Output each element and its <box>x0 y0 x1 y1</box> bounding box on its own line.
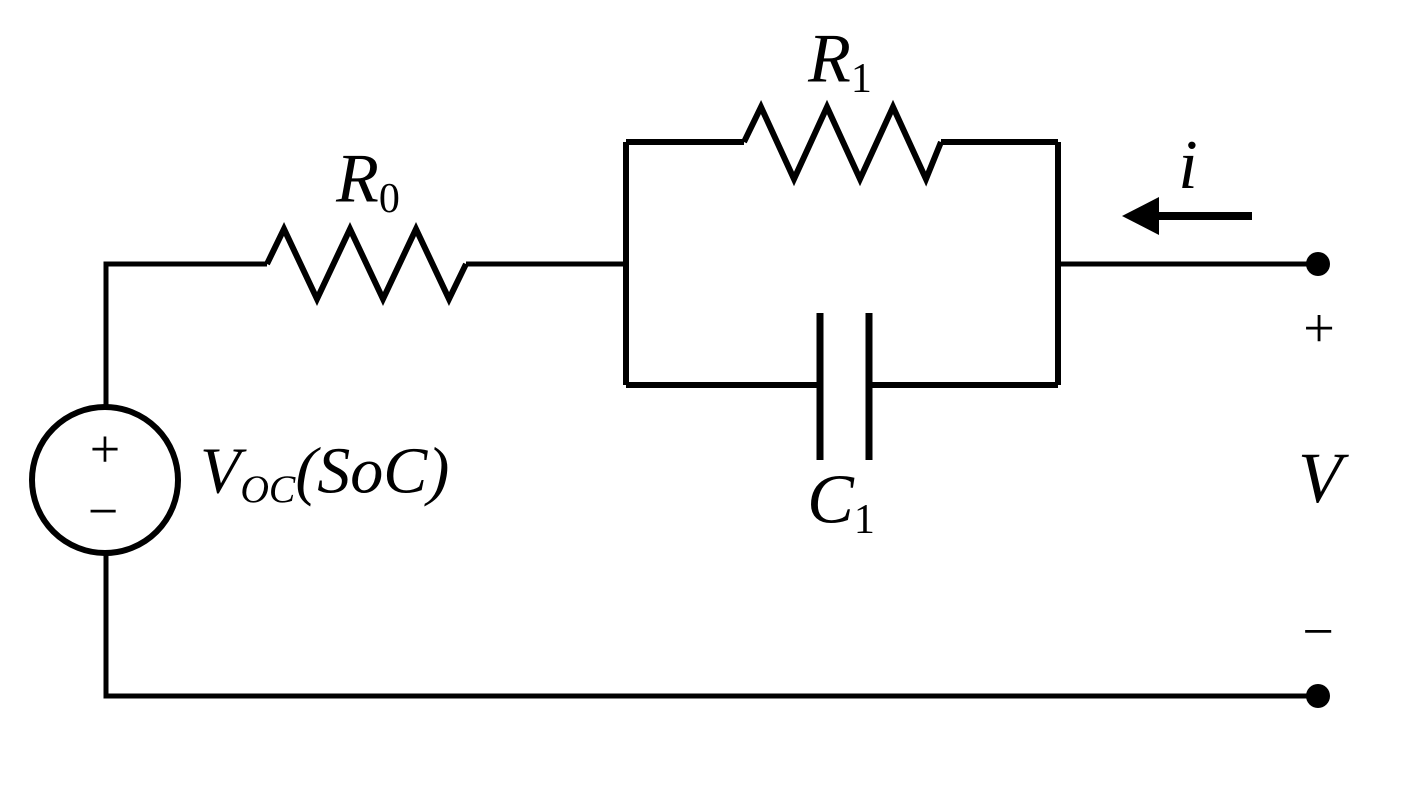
voc-label: VOC(SoC) <box>200 438 449 509</box>
r0-label-sub: 0 <box>378 175 400 222</box>
current-label: i <box>1178 127 1198 204</box>
voc-label-sub: OC <box>240 467 296 512</box>
current-arrow-head <box>1122 197 1159 235</box>
voltage-label: V <box>1298 438 1342 518</box>
terminal-dot-negative <box>1306 684 1330 708</box>
c1-label-sub: 1 <box>853 496 875 543</box>
terminal-minus-sign: − <box>1302 601 1334 663</box>
source-minus-sign: − <box>87 481 119 541</box>
resistor-r1-zigzag <box>741 99 944 187</box>
voc-label-base: V <box>200 434 241 508</box>
r1-label: R1 <box>808 24 872 100</box>
r1-label-sub: 1 <box>850 55 872 102</box>
wire-bottom <box>103 553 1318 699</box>
r0-label: R0 <box>336 144 400 220</box>
c1-label: C1 <box>807 465 875 541</box>
wire-left <box>103 261 267 407</box>
terminal-plus-sign: + <box>1303 298 1335 360</box>
r1-label-base: R <box>808 20 851 98</box>
voc-label-suffix: (SoC) <box>295 434 450 508</box>
terminal-dot-positive <box>1306 252 1330 276</box>
source-plus-sign: + <box>89 419 121 479</box>
c1-label-base: C <box>807 461 854 539</box>
r0-label-base: R <box>336 140 379 218</box>
resistor-r0-zigzag <box>264 221 469 307</box>
